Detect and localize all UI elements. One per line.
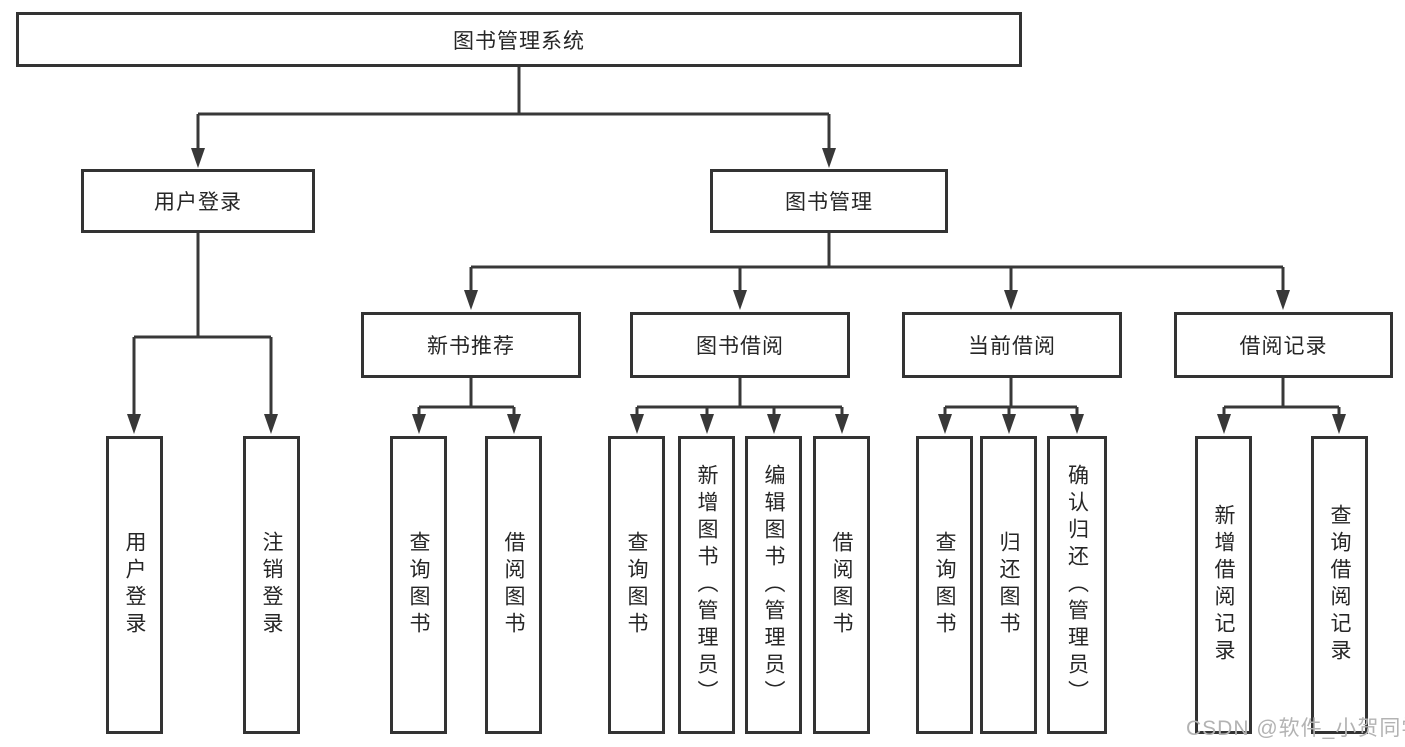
- leaf-borrow-books-recommend: 借阅图书: [485, 436, 542, 734]
- leaf-edit-books-admin: 编辑图书（管理员）: [745, 436, 802, 734]
- node-borrow-records: 借阅记录: [1174, 312, 1393, 378]
- leaf-query-books-current: 查询图书: [916, 436, 973, 734]
- node-current-borrowing: 当前借阅: [902, 312, 1122, 378]
- leaf-return-books: 归还图书: [980, 436, 1037, 734]
- leaf-confirm-return-admin: 确认归还（管理员）: [1047, 436, 1107, 734]
- leaf-borrow-books: 借阅图书: [813, 436, 870, 734]
- node-book-borrowing: 图书借阅: [630, 312, 850, 378]
- leaf-user-login: 用户登录: [106, 436, 163, 734]
- node-user-login: 用户登录: [81, 169, 315, 233]
- leaf-add-books-admin: 新增图书（管理员）: [678, 436, 735, 734]
- leaf-query-books-borrowing: 查询图书: [608, 436, 665, 734]
- node-book-management: 图书管理: [710, 169, 948, 233]
- node-new-book-recommend: 新书推荐: [361, 312, 581, 378]
- node-library-system: 图书管理系统: [16, 12, 1022, 67]
- leaf-query-books-recommend: 查询图书: [390, 436, 447, 734]
- leaf-query-borrow-record: 查询借阅记录: [1311, 436, 1368, 734]
- leaf-logout: 注销登录: [243, 436, 300, 734]
- csdn-watermark: CSDN @软件_小贺同学: [1186, 717, 1405, 740]
- leaf-add-borrow-record: 新增借阅记录: [1195, 436, 1252, 734]
